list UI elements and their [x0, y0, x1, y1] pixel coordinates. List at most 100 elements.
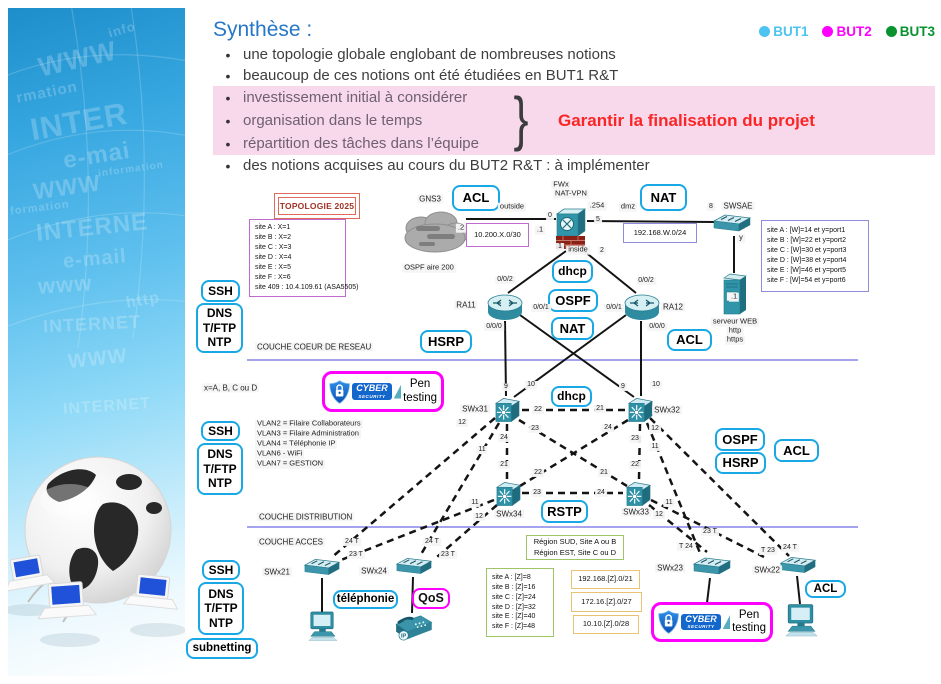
diagram-label: 0/0/1: [531, 303, 551, 313]
box-line: site E : [W]=46 et y=port5: [767, 266, 846, 274]
diagram-label: NAT-VPN: [553, 188, 589, 199]
box-line: dhcp: [557, 389, 586, 404]
switch-swx34-icon: [494, 480, 522, 508]
diagram-label: SWx33: [621, 507, 651, 517]
box-line: DNS: [206, 306, 233, 321]
diagram-label: 12: [653, 510, 665, 520]
ssh-label-2: SSH: [201, 421, 240, 441]
net-192-168-w: 192.168.W.0/24: [623, 223, 697, 243]
box-line: OSPF: [722, 431, 758, 447]
bullet-dot: •: [225, 67, 231, 84]
box-line: SSH: [208, 562, 234, 577]
vlan7-note: VLAN7 = GESTION: [255, 458, 326, 469]
switch-swsae-icon: [712, 211, 752, 235]
dhcp-core-label: dhcp: [552, 260, 593, 283]
diagram-label: 9: [502, 382, 510, 392]
highlight-note: Garantir la finalisation du projet: [558, 110, 815, 130]
box-line: site B : [Z]=16: [492, 583, 536, 591]
diagram-label: 2: [598, 246, 606, 256]
diagram-label: 23 T: [701, 527, 719, 537]
net-10-10-z: 10.10.[Z].0/28: [573, 615, 639, 634]
diagram-label: 23: [531, 488, 543, 498]
diagram-label: 5: [594, 215, 602, 225]
box-line: site C : [Z]=24: [492, 593, 536, 601]
cyber-banner-text: CYBER: [356, 383, 388, 394]
legend-but3-label: BUT3: [899, 24, 935, 39]
gns3-cloud-icon: [399, 206, 471, 258]
legend-but3: BUT3: [885, 24, 935, 39]
bullet-item: • une topologie globale englobant de nom…: [213, 44, 935, 65]
box-line: site E : [Z]=40: [492, 613, 536, 621]
flag-icon: [393, 384, 402, 399]
ssh-label-1: SSH: [201, 280, 240, 302]
layer-access-label: COUCHE ACCES: [257, 537, 326, 547]
box-line: 10.10.[Z].0/28: [582, 619, 630, 629]
sidebar-grid-lines: [8, 8, 185, 349]
box-line: site A : [W]=14 et y=port1: [767, 227, 846, 235]
highlight-band: • investissement initial à considérer • …: [213, 85, 935, 155]
network-link: [586, 220, 715, 223]
network-link: [649, 417, 790, 557]
box-line: DNS: [207, 447, 233, 462]
bullet-text: beaucoup de ces notions ont été étudiées…: [243, 67, 619, 84]
switch-swx21-icon: [303, 556, 341, 578]
network-link: [436, 504, 498, 558]
bullet-text: une topologie globale englobant de nombr…: [243, 46, 616, 63]
legend-but2: BUT2: [822, 24, 872, 39]
switch-swx32-icon: [626, 396, 654, 424]
bullet-text: organisation dans le temps: [243, 112, 423, 129]
rstp-label: RSTP: [541, 500, 588, 523]
box-line: SSH: [208, 423, 233, 438]
bullet-list: • une topologie globale englobant de nom…: [213, 44, 935, 176]
diagram-label: 21: [498, 460, 510, 470]
hsrp-core-label: HSRP: [420, 330, 472, 353]
network-link: [519, 314, 635, 398]
diagram-label: OSPF aire 200: [402, 262, 456, 273]
diagram-label: RA11: [454, 300, 478, 310]
diagram-label: http: [726, 325, 744, 336]
layer-distribution-label: COUCHE DISTRIBUTION: [257, 512, 355, 522]
network-link: [418, 422, 501, 557]
bullet-item: • beaucoup de ces notions ont été étudié…: [213, 65, 935, 86]
acl-dist-label: ACL: [774, 439, 819, 462]
bullet-dot: •: [225, 89, 231, 106]
diagram-label: inside: [566, 244, 590, 255]
diagram-label: GNS3: [417, 194, 443, 204]
box-line: NAT: [650, 189, 677, 205]
switch-swx31-icon: [493, 396, 521, 424]
cyber-banner-text: CYBER: [685, 613, 717, 624]
acl-core-label: ACL: [667, 329, 712, 351]
network-link: [340, 498, 495, 562]
but1-dot-icon: [759, 26, 771, 37]
legend-but1-label: BUT1: [773, 24, 809, 39]
box-line: 172.16.[Z].0/27: [581, 596, 632, 606]
box-line: NTP: [208, 476, 232, 491]
diagram-label: 24 T: [781, 543, 799, 553]
network-link: [706, 577, 711, 604]
diagram-label: 10: [650, 380, 662, 390]
security-banner-text: SECURITY: [687, 624, 715, 630]
diagram-label: SWx31: [460, 404, 490, 414]
x-values-note: x=A, B, C ou D: [202, 383, 260, 393]
box-line: TOPOLOGIE 2025: [279, 200, 355, 211]
box-line: ACL: [676, 332, 703, 348]
bullet-item: • organisation dans le temps: [213, 109, 935, 132]
box-line: NTP: [209, 615, 233, 630]
qos-label: QoS: [412, 588, 450, 609]
diagram-label: outside: [497, 201, 527, 212]
bullet-dot: •: [225, 157, 231, 174]
nat-top-label: NAT: [640, 184, 687, 211]
diagram-label: 0/0/0: [484, 322, 504, 332]
bullet-dot: •: [225, 46, 231, 63]
box-line: RSTP: [547, 503, 582, 519]
box-line: QoS: [418, 590, 444, 605]
